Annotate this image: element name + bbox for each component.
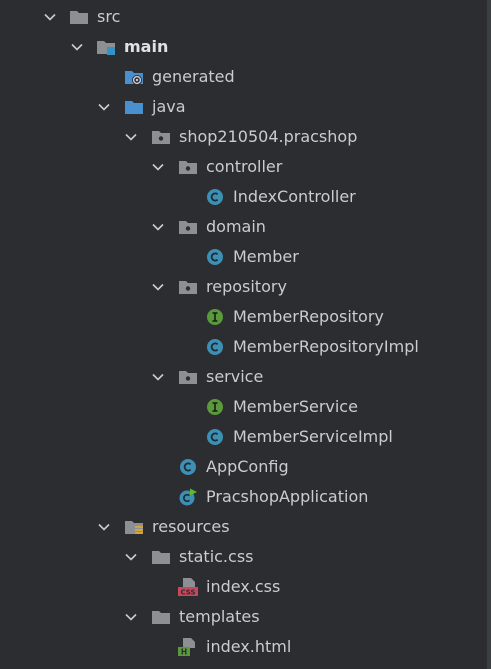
tree-item-label: shop210504.pracshop (179, 127, 358, 146)
package-icon (151, 128, 171, 146)
svg-text:H: H (181, 648, 187, 657)
chevron-down-icon[interactable] (97, 520, 111, 534)
svg-text:CSS: CSS (180, 589, 195, 597)
tree-item-templates[interactable]: templates (0, 602, 485, 632)
tree-item-label: repository (206, 277, 287, 296)
tree-item-label: generated (152, 67, 235, 86)
vertical-scrollbar[interactable] (485, 0, 491, 669)
tree-item-index-html[interactable]: H index.html (0, 632, 485, 662)
tree-item-label: MemberRepository (233, 307, 384, 326)
tree-item-resources[interactable]: resources (0, 512, 485, 542)
chevron-down-icon[interactable] (97, 100, 111, 114)
class-icon (205, 248, 225, 266)
generated-folder-icon (124, 68, 144, 86)
tree-item-label: MemberService (233, 397, 358, 416)
chevron-down-icon[interactable] (151, 280, 165, 294)
scrollbar-thumb[interactable] (487, 0, 491, 669)
tree-item-label: src (97, 7, 121, 26)
class-icon (205, 428, 225, 446)
tree-item-label: index.css (206, 577, 281, 596)
package-icon (178, 218, 198, 236)
tree-item-memberrepositoryimpl[interactable]: MemberRepositoryImpl (0, 332, 485, 362)
tree-item-repository[interactable]: repository (0, 272, 485, 302)
tree-item-controller[interactable]: controller (0, 152, 485, 182)
tree-item-memberrepository[interactable]: MemberRepository (0, 302, 485, 332)
tree-item-label: IndexController (233, 187, 356, 206)
tree-item-label: service (206, 367, 264, 386)
tree-item-java[interactable]: java (0, 92, 485, 122)
tree-item-label: resources (152, 517, 230, 536)
chevron-down-icon[interactable] (124, 550, 138, 564)
interface-icon (205, 398, 225, 416)
tree-item-label: PracshopApplication (206, 487, 369, 506)
tree-item-generated[interactable]: generated (0, 62, 485, 92)
chevron-down-icon[interactable] (151, 220, 165, 234)
tree-item-label: main (124, 37, 169, 56)
class-icon (205, 338, 225, 356)
tree-item-label: controller (206, 157, 283, 176)
chevron-down-icon[interactable] (151, 370, 165, 384)
tree-item-label: AppConfig (206, 457, 289, 476)
tree-item-service[interactable]: service (0, 362, 485, 392)
tree-item-indexcontroller[interactable]: IndexController (0, 182, 485, 212)
package-icon (178, 368, 198, 386)
tree-item-label: templates (179, 607, 260, 626)
chevron-down-icon[interactable] (151, 160, 165, 174)
source-root-folder-icon (96, 38, 116, 56)
class-icon (178, 458, 198, 476)
tree-item-memberservice[interactable]: MemberService (0, 392, 485, 422)
css-file-icon: CSS (178, 578, 198, 596)
tree-item-main[interactable]: main (0, 32, 485, 62)
chevron-down-icon[interactable] (43, 10, 57, 24)
tree-item-index-css[interactable]: CSS index.css (0, 572, 485, 602)
tree-item-label: index.html (206, 637, 292, 656)
tree-item-appconfig[interactable]: AppConfig (0, 452, 485, 482)
tree-item-memberserviceimpl[interactable]: MemberServiceImpl (0, 422, 485, 452)
class-icon (205, 188, 225, 206)
tree-item-label: Member (233, 247, 299, 266)
tree-item-label: MemberRepositoryImpl (233, 337, 419, 356)
spring-boot-class-icon (178, 488, 198, 506)
tree-item-label: domain (206, 217, 266, 236)
resources-folder-icon (124, 518, 144, 536)
package-icon (178, 158, 198, 176)
folder-icon (69, 8, 89, 26)
chevron-down-icon[interactable] (124, 130, 138, 144)
tree-item-label: MemberServiceImpl (233, 427, 393, 446)
tree-item-label: java (152, 97, 186, 116)
tree-item-static-css[interactable]: static.css (0, 542, 485, 572)
tree-item-shop210504-pracshop[interactable]: shop210504.pracshop (0, 122, 485, 152)
interface-icon (205, 308, 225, 326)
tree-item-member[interactable]: Member (0, 242, 485, 272)
tree-item-label: static.css (179, 547, 254, 566)
chevron-down-icon[interactable] (70, 40, 84, 54)
html-file-icon: H (178, 638, 198, 656)
package-icon (178, 278, 198, 296)
tree-item-domain[interactable]: domain (0, 212, 485, 242)
source-folder-icon (124, 98, 144, 116)
tree-item-pracshopapplication[interactable]: PracshopApplication (0, 482, 485, 512)
folder-icon (151, 608, 171, 626)
chevron-down-icon[interactable] (124, 610, 138, 624)
tree-item-src[interactable]: src (0, 2, 485, 32)
folder-icon (151, 548, 171, 566)
